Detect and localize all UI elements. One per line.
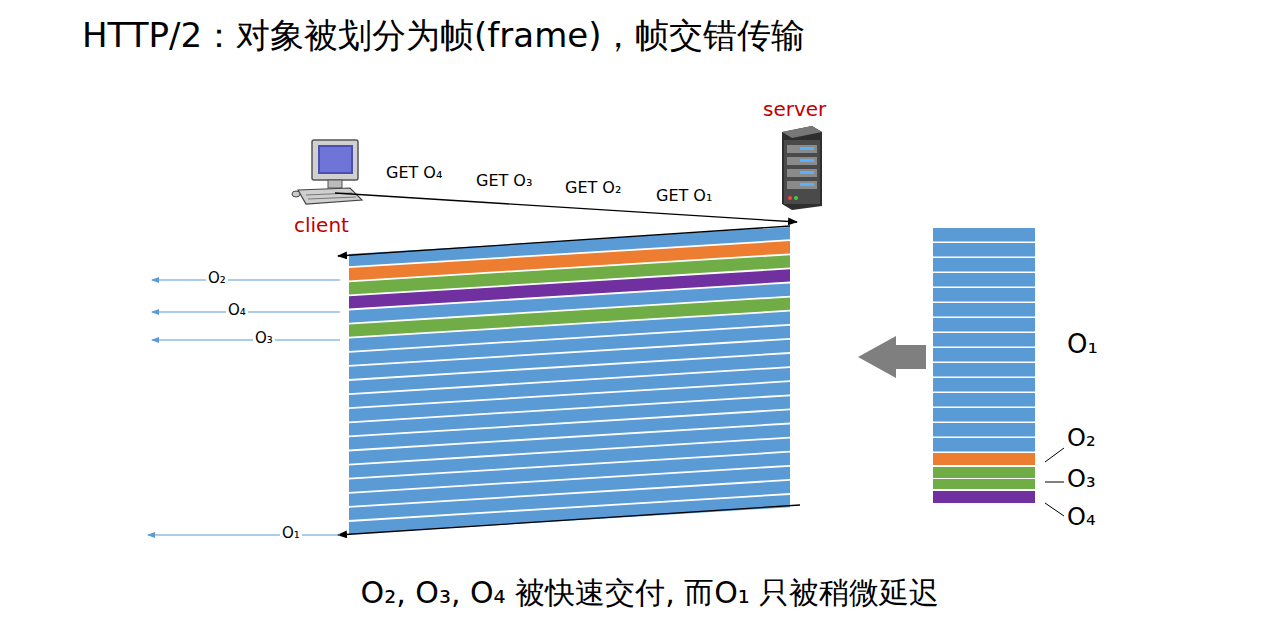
object-frame	[933, 378, 1035, 392]
request-label: GET O₂	[565, 179, 621, 197]
object-frame	[933, 318, 1035, 332]
object-label: O₄	[1067, 504, 1096, 532]
object-frame	[933, 348, 1035, 362]
object-label: O₃	[1067, 466, 1096, 494]
frame-band	[349, 227, 790, 534]
object-frame	[933, 438, 1035, 452]
object-frame	[933, 228, 1035, 242]
object-frame	[933, 363, 1035, 377]
object-frame	[933, 258, 1035, 272]
object-stack	[933, 228, 1035, 503]
server-tower	[782, 126, 822, 210]
node-label: client	[294, 214, 349, 237]
leader-line	[1045, 448, 1064, 462]
request-label: GET O₃	[476, 172, 532, 190]
object-frame	[933, 333, 1035, 347]
object-frame	[933, 393, 1035, 407]
object-frame	[933, 423, 1035, 437]
object-frame	[933, 243, 1035, 257]
object-frame	[933, 273, 1035, 287]
object-frame	[933, 467, 1035, 478]
delivery-arrow	[152, 279, 340, 280]
request-line	[335, 193, 797, 222]
response-start-line	[338, 226, 790, 256]
object-frame	[933, 479, 1035, 489]
delivery-arrow	[148, 534, 340, 535]
object-frame	[933, 491, 1035, 503]
caption: O₂, O₃, O₄ 被快速交付, 而O₁ 只被稍微延迟	[361, 576, 940, 611]
object-frame	[933, 288, 1035, 302]
leader-line	[1045, 482, 1064, 483]
leader-line	[1045, 503, 1064, 516]
object-frame	[933, 453, 1035, 465]
node-label: server	[763, 98, 826, 121]
delivery-label: O₂	[206, 270, 228, 287]
request-label: GET O₁	[656, 187, 712, 205]
frame-stripe	[349, 495, 790, 534]
delivery-label: O₃	[253, 330, 275, 347]
object-frame	[933, 303, 1035, 317]
object-label: O₂	[1067, 425, 1096, 453]
request-label: GET O₄	[386, 164, 442, 182]
delivery-label: O₁	[280, 525, 302, 542]
delivery-arrow	[152, 339, 340, 340]
response-end-line	[338, 505, 800, 535]
object-frame	[933, 408, 1035, 422]
object-label: O₁	[1067, 330, 1098, 360]
delivery-label: O₄	[226, 302, 248, 319]
gray-arrow	[858, 336, 926, 378]
title: HTTP/2：对象被划分为帧(frame)，帧交错传输	[82, 16, 805, 55]
